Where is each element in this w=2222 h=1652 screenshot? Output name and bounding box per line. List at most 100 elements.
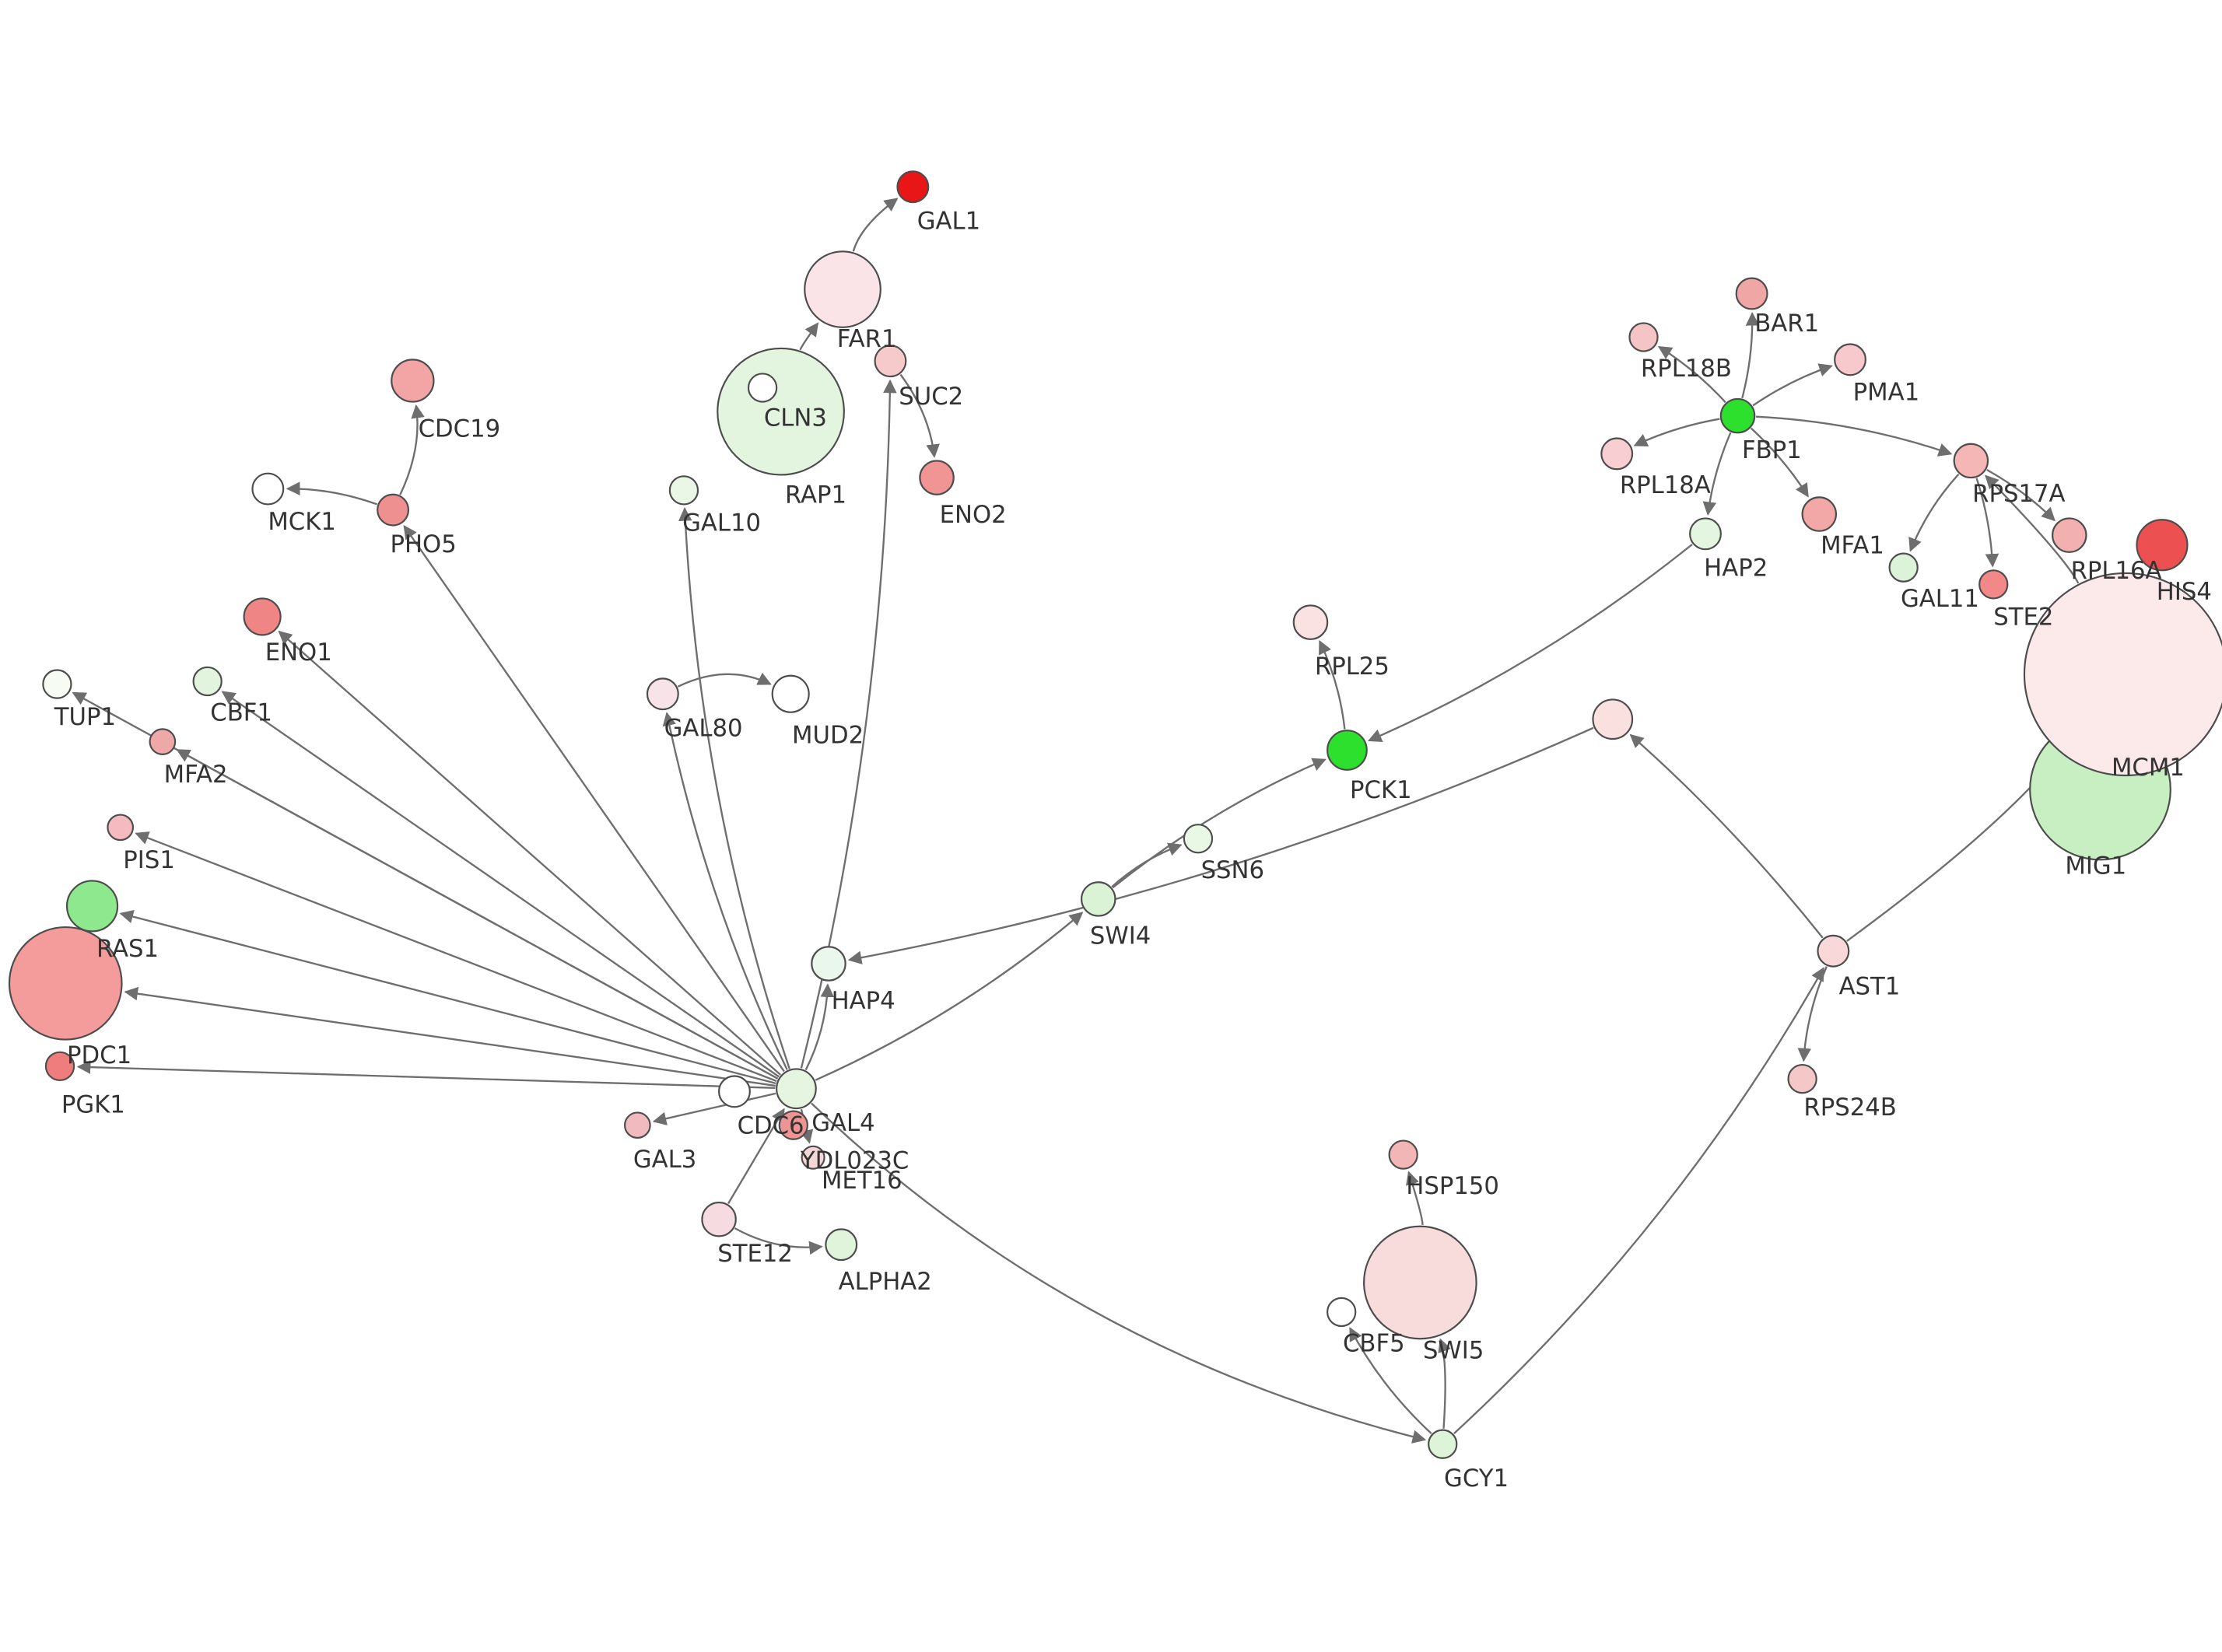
edge-SUC2-ENO2[interactable]	[899, 373, 940, 458]
edge-FBP1-RPS17A[interactable]	[1755, 415, 1953, 457]
node-GAL11[interactable]	[1888, 552, 1919, 583]
edge-PCK1-RPL25[interactable]	[1319, 639, 1346, 730]
node-STE2[interactable]	[1978, 569, 2009, 600]
node-CBF5[interactable]	[1327, 1297, 1357, 1328]
node-YDL023C[interactable]	[778, 1110, 808, 1140]
edge-HAP2-PCK1[interactable]	[1367, 543, 1693, 742]
edge-CLN3-FAR1[interactable]	[799, 322, 819, 351]
edge-GCY1-SWI5[interactable]	[1438, 1338, 1451, 1429]
node-RPS24B[interactable]	[1787, 1063, 1817, 1094]
node-MCK1[interactable]	[251, 472, 285, 506]
edge-AST1-NODEX[interactable]	[1629, 733, 1824, 939]
edge-FAR1-GAL1[interactable]	[852, 198, 899, 252]
edge-FBP1-MFA1[interactable]	[1750, 427, 1809, 498]
node-SWI5[interactable]	[1363, 1225, 1477, 1340]
edge-PHO5-CDC19[interactable]	[399, 404, 425, 495]
node-MFA1[interactable]	[1801, 496, 1838, 532]
node-RPL25[interactable]	[1292, 604, 1329, 640]
node-RPS17A[interactable]	[1953, 443, 1989, 479]
node-SUC2[interactable]	[874, 345, 907, 378]
edge-GAL4-GAL3[interactable]	[652, 1092, 776, 1125]
edge-RPS17A-RPL16A[interactable]	[1986, 468, 2056, 522]
node-GAL3[interactable]	[623, 1111, 651, 1139]
edge-GAL4-ENO1[interactable]	[278, 630, 781, 1076]
node-AST1[interactable]	[1817, 934, 1850, 968]
node-SSN6[interactable]	[1183, 824, 1214, 854]
node-MCM1[interactable]	[2023, 572, 2222, 777]
edge-GAL4-RAS1[interactable]	[119, 909, 776, 1085]
edge-GAL4-GAL80[interactable]	[662, 712, 788, 1070]
node-RAS1[interactable]	[65, 880, 119, 933]
node-MET16[interactable]	[801, 1145, 825, 1170]
node-FBP1[interactable]	[1719, 397, 1756, 434]
node-RPL16A[interactable]	[2052, 517, 2087, 553]
edge-GAL4-PIS1[interactable]	[135, 831, 777, 1083]
node-ENO1[interactable]	[243, 597, 282, 636]
node-GAL10[interactable]	[668, 475, 699, 506]
node-GAL4[interactable]	[776, 1068, 817, 1110]
node-STE12[interactable]	[701, 1201, 737, 1237]
node-MFA2[interactable]	[149, 728, 177, 755]
edge-GAL4-GAL10[interactable]	[678, 507, 790, 1069]
node-CLN3[interactable]	[717, 347, 845, 476]
edge-RPS17A-STE2[interactable]	[1975, 478, 1999, 568]
node-RPL18B[interactable]	[1628, 322, 1659, 352]
edge-GCY1-CBF5[interactable]	[1349, 1327, 1432, 1435]
node-PDC1[interactable]	[8, 926, 123, 1041]
node-HSP150[interactable]	[1388, 1139, 1418, 1170]
node-PMA1[interactable]	[1834, 343, 1866, 376]
node-RAP1[interactable]	[747, 373, 778, 403]
edge-GAL4-HAP4[interactable]	[804, 983, 835, 1071]
edge-GAL4-SWI4[interactable]	[815, 912, 1084, 1081]
edge-GAL4-PDC1[interactable]	[124, 986, 776, 1087]
node-GCY1[interactable]	[1428, 1429, 1458, 1459]
edge-PHO5-MCK1[interactable]	[286, 481, 378, 506]
node-BAR1[interactable]	[1735, 277, 1768, 310]
edge-FBP1-HAP2[interactable]	[1702, 432, 1732, 516]
node-CDC19[interactable]	[391, 359, 435, 403]
edge-GAL4-PHO5[interactable]	[403, 524, 785, 1073]
edge-SWI4-PCK1[interactable]	[1112, 758, 1327, 889]
edge-AST1-RPS24B[interactable]	[1797, 966, 1828, 1062]
node-ENO2[interactable]	[919, 460, 955, 495]
node-label-SWI4: SWI4	[1090, 923, 1151, 950]
edge-RPS17A-GAL11[interactable]	[1908, 473, 1960, 552]
edge-NODEX-HAP4[interactable]	[847, 726, 1594, 964]
node-ALPHA2[interactable]	[825, 1228, 858, 1262]
edge-AST1-MCM1[interactable]	[1846, 754, 2060, 942]
edge-GAL4-GCY1[interactable]	[811, 1102, 1427, 1444]
edge-SWI5-HSP150[interactable]	[1406, 1171, 1424, 1225]
edge-GAL4-MFA2[interactable]	[176, 749, 779, 1080]
edge-STE12-GAL4[interactable]	[727, 1108, 785, 1205]
node-PCK1[interactable]	[1327, 730, 1368, 771]
node-HAP2[interactable]	[1689, 517, 1722, 551]
node-PHO5[interactable]	[377, 493, 410, 527]
node-HAP4[interactable]	[811, 946, 846, 982]
node-RPL18A[interactable]	[1600, 437, 1634, 471]
node-label-ALPHA2: ALPHA2	[839, 1269, 932, 1296]
node-TUP1[interactable]	[42, 669, 72, 699]
edge-MCM1-RPS17A[interactable]	[1985, 474, 2080, 584]
edge-FBP1-PMA1[interactable]	[1752, 363, 1833, 407]
edge-STE12-ALPHA2[interactable]	[734, 1227, 823, 1255]
node-CDC6[interactable]	[718, 1075, 751, 1108]
node-PIS1[interactable]	[107, 814, 135, 842]
node-HIS4[interactable]	[2136, 519, 2189, 572]
node-label-GAL1: GAL1	[917, 208, 980, 235]
node-PGK1[interactable]	[44, 1051, 75, 1081]
node-GAL80[interactable]	[646, 677, 679, 711]
edge-FBP1-RPL18A[interactable]	[1633, 418, 1720, 447]
node-GAL1[interactable]	[896, 170, 930, 204]
edge-GCY1-AST1[interactable]	[1453, 967, 1824, 1435]
node-FAR1[interactable]	[804, 250, 881, 328]
edge-GAL80-MUD2[interactable]	[677, 672, 772, 688]
edge-FBP1-RPL18B[interactable]	[1657, 345, 1726, 404]
edge-GAL4-CBF1[interactable]	[221, 691, 780, 1078]
node-MUD2[interactable]	[771, 674, 810, 713]
edge-FBP1-BAR1[interactable]	[1741, 312, 1760, 399]
node-CBF1[interactable]	[192, 666, 223, 697]
node-SWI4[interactable]	[1080, 881, 1116, 917]
edge-GAL4-PGK1[interactable]	[76, 1060, 776, 1090]
node-NODEX[interactable]	[1592, 698, 1634, 740]
